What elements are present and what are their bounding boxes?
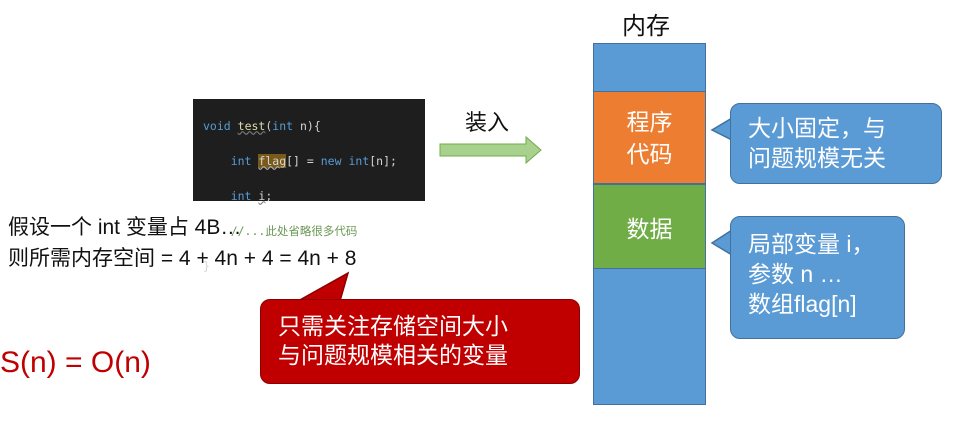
load-label: 装入 [465,110,510,135]
size-callout: 大小固定，与 问题规模无关 [730,103,942,184]
code-token: [n]; [369,153,397,168]
code-token: i [258,188,266,203]
code-line-3: int i; [203,188,425,206]
assumption-line-2: 则所需内存空间 = 4 + 4n + 4 = 4n + 8 [8,247,357,270]
red-note-callout: 只需关注存储空间大小 与问题规模相关的变量 [260,299,580,384]
code-segment: 程序 代码 [593,91,706,184]
local-callout-line-1: 局部变量 i， [748,231,875,257]
code-token [203,189,231,203]
red-note-line-2: 与问题规模相关的变量 [278,342,508,368]
local-callout-line-2: 参数 n … [748,261,843,287]
code-token: void [203,118,231,133]
code-line-2: int flag[] = new int[n]; [203,153,425,171]
space-complexity: S(n) = O(n) [0,346,151,379]
size-callout-tail [710,116,733,142]
size-callout-line-1: 大小固定，与 [748,115,886,141]
data-segment-label: 数据 [626,216,673,242]
local-callout-tail [710,228,733,257]
code-token: flag [258,153,287,168]
memory-title: 内存 [622,13,670,40]
code-token: int [230,153,252,168]
local-vars-callout: 局部变量 i， 参数 n … 数组flag[n] [730,216,905,339]
code-token: int [348,153,370,168]
code-token: test [237,118,266,133]
code-token: n){ [293,118,321,133]
load-arrow [439,135,542,165]
code-line-4: //...此处省略很多代码 [203,223,425,241]
code-token: ( [265,118,273,133]
data-segment: 数据 [593,184,706,269]
code-line-5: } [203,258,210,273]
code-token [203,154,231,168]
code-segment-line-1: 程序 [626,108,673,135]
code-comment: //...此处省略很多代码 [230,223,358,238]
code-segment-line-2: 代码 [626,140,673,167]
code-token: new [320,153,342,168]
assumption-line-1: 假设一个 int 变量占 4B… [8,216,242,239]
code-token: int [230,188,252,203]
code-token: [] = [286,153,321,168]
code-token: int [272,118,294,133]
code-line-1: void test(int n){ [203,118,425,136]
red-note-line-1: 只需关注存储空间大小 [278,313,508,339]
code-snippet: void test(int n){ int flag[] = new int[n… [193,99,425,273]
code-token: ; [265,188,273,203]
size-callout-line-2: 问题规模无关 [748,145,886,171]
local-callout-line-3: 数组flag[n] [748,291,857,317]
